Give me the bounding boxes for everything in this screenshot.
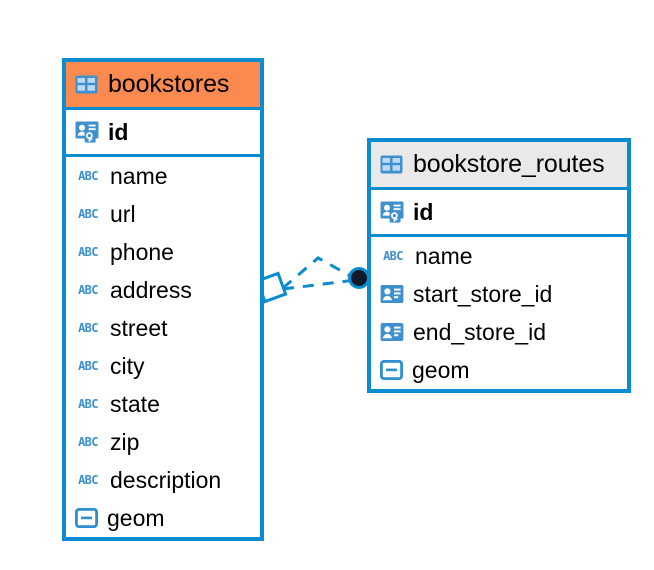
abc-text-icon: ABC <box>78 245 98 259</box>
entity-table-bookstore-routes[interactable]: bookstore_routes id <box>367 138 631 393</box>
field-row-street[interactable]: ABC street <box>66 309 260 347</box>
field-label: state <box>110 390 160 417</box>
entity-header-bookstore-routes[interactable]: bookstore_routes <box>371 142 627 187</box>
abc-text-icon: ABC <box>78 283 98 297</box>
field-row-phone[interactable]: ABC phone <box>66 233 260 271</box>
field-row-geom[interactable]: geom <box>66 499 260 537</box>
field-row-url[interactable]: ABC url <box>66 195 260 233</box>
geometry-icon <box>75 508 98 528</box>
field-label: name <box>110 162 168 189</box>
field-label: geom <box>107 504 165 531</box>
field-label: address <box>110 276 192 303</box>
field-label: name <box>415 242 473 269</box>
header-divider <box>66 107 260 110</box>
abc-text-icon: ABC <box>78 207 98 221</box>
field-row-end-store-id[interactable]: end_store_id <box>371 313 627 351</box>
field-row-zip[interactable]: ABC zip <box>66 423 260 461</box>
field-row-id[interactable]: id <box>371 190 627 234</box>
field-row-description[interactable]: ABC description <box>66 461 260 499</box>
field-row-name[interactable]: ABC name <box>371 237 627 275</box>
abc-text-icon: ABC <box>78 473 98 487</box>
field-label: geom <box>412 356 470 383</box>
field-row-state[interactable]: ABC state <box>66 385 260 423</box>
table-icon <box>380 155 403 174</box>
entity-title: bookstore_routes <box>413 149 605 178</box>
table-icon <box>75 75 98 94</box>
abc-text-icon: ABC <box>78 397 98 411</box>
field-label: id <box>108 118 129 145</box>
field-label: start_store_id <box>413 280 553 307</box>
field-label: phone <box>110 238 174 265</box>
primary-key-icon <box>75 120 99 144</box>
field-label: end_store_id <box>413 318 546 345</box>
field-label: city <box>110 352 145 379</box>
abc-text-icon: ABC <box>78 435 98 449</box>
relationship-line-lower <box>282 278 357 291</box>
field-label: url <box>110 200 136 227</box>
foreign-key-icon <box>380 322 404 342</box>
field-row-geom[interactable]: geom <box>371 351 627 389</box>
abc-text-icon: ABC <box>78 169 98 183</box>
abc-text-icon: ABC <box>78 321 98 335</box>
geometry-icon <box>380 360 403 380</box>
abc-text-icon: ABC <box>383 249 403 263</box>
entity-title: bookstores <box>108 69 230 98</box>
primary-key-icon <box>380 200 404 224</box>
field-row-name[interactable]: ABC name <box>66 157 260 195</box>
field-row-city[interactable]: ABC city <box>66 347 260 385</box>
field-row-start-store-id[interactable]: start_store_id <box>371 275 627 313</box>
field-row-address[interactable]: ABC address <box>66 271 260 309</box>
pk-divider <box>66 154 260 157</box>
entity-table-bookstores[interactable]: bookstores id <box>62 58 264 541</box>
field-label: id <box>413 198 434 225</box>
pk-divider <box>371 234 627 237</box>
field-label: street <box>110 314 168 341</box>
field-label: zip <box>110 428 140 455</box>
entity-header-bookstores[interactable]: bookstores <box>66 62 260 107</box>
field-row-id[interactable]: id <box>66 110 260 154</box>
foreign-key-icon <box>380 284 404 304</box>
relationship-line-upper <box>282 256 357 290</box>
header-divider <box>371 187 627 190</box>
abc-text-icon: ABC <box>78 359 98 373</box>
filled-circle-marker <box>348 267 370 289</box>
field-label: description <box>110 466 222 493</box>
